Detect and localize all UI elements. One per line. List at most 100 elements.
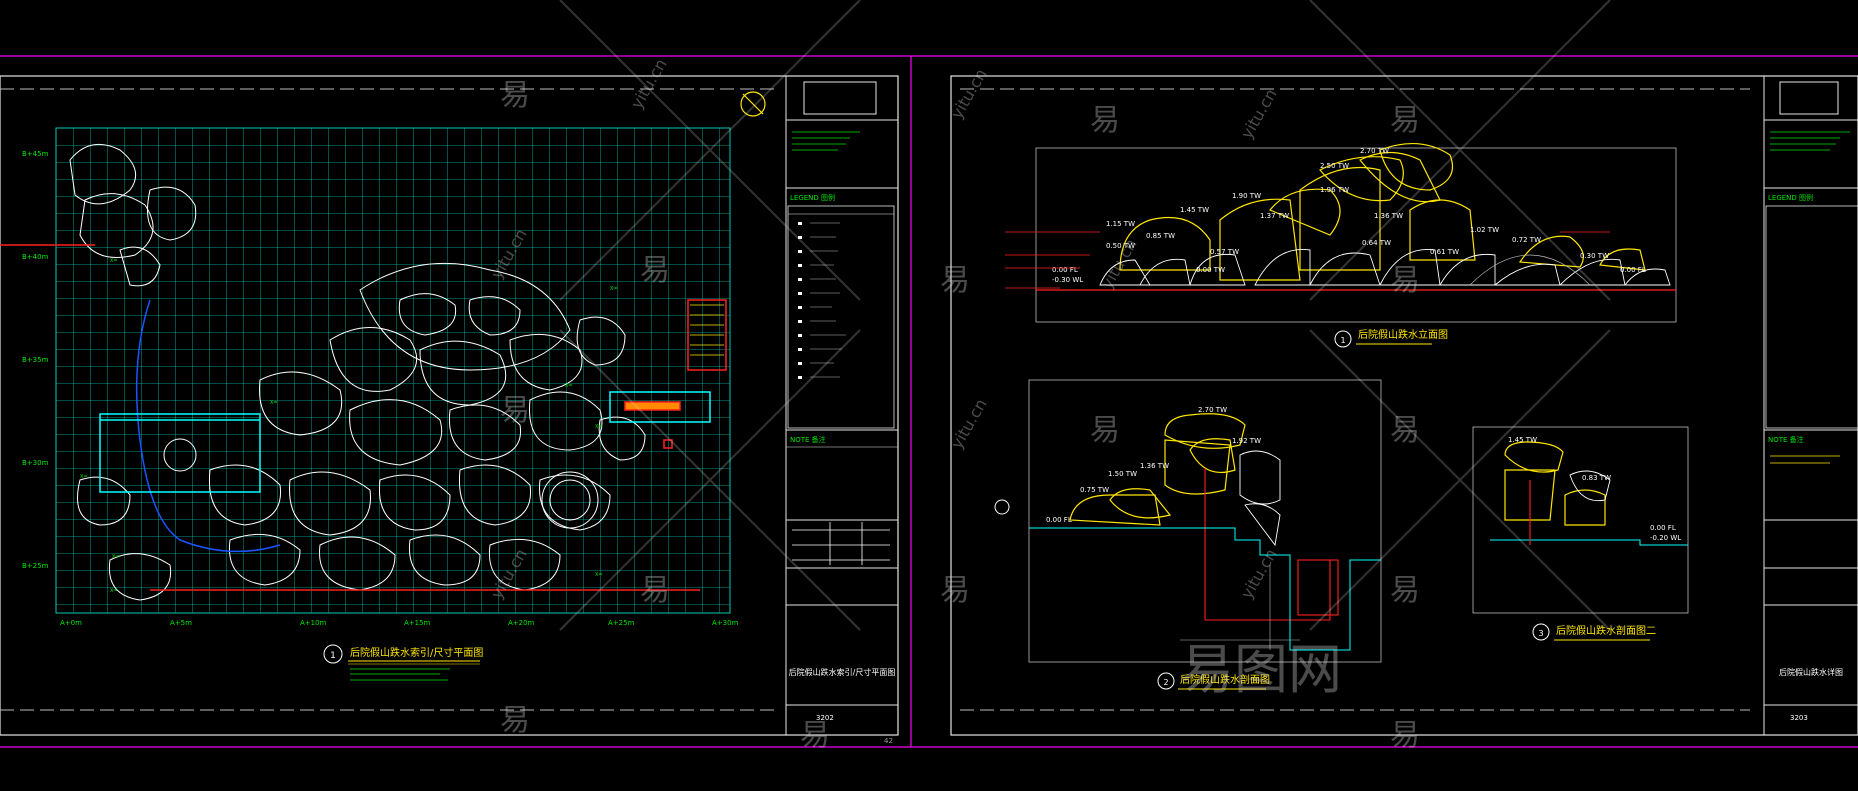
stair-treads (690, 304, 724, 356)
svg-text:2.70 TW: 2.70 TW (1360, 147, 1389, 155)
brand-watermark: 易图网 (1180, 638, 1342, 701)
svg-text:-0.20 WL: -0.20 WL (1650, 534, 1681, 542)
svg-text:B+45m: B+45m (22, 150, 49, 158)
svg-text:B+25m: B+25m (22, 562, 49, 570)
svg-text:1.45 TW: 1.45 TW (1508, 436, 1537, 444)
svg-text:1.45 TW: 1.45 TW (1180, 206, 1209, 214)
drawing-notes (350, 668, 450, 681)
drawing-title-1: 1 后院假山跌水索引/尺寸平面图 (323, 644, 483, 665)
north-arrow-icon (740, 91, 766, 117)
svg-text:B+35m: B+35m (22, 356, 49, 364)
svg-text:1: 1 (330, 651, 336, 661)
svg-text:3: 3 (1538, 629, 1543, 638)
svg-text:B+30m: B+30m (22, 459, 49, 467)
svg-text:易: 易 (1390, 718, 1420, 753)
svg-text:0.50 TW: 0.50 TW (1106, 242, 1135, 250)
grid-y-labels: B+45m B+40m B+35m B+30m B+25m (22, 150, 49, 570)
svg-text:易: 易 (800, 718, 830, 753)
svg-text:yitu.cn: yitu.cn (947, 65, 991, 122)
svg-text:X=: X= (595, 572, 603, 578)
svg-text:A+30m: A+30m (712, 619, 739, 627)
watermark-lines (559, 0, 1611, 631)
svg-text:0.83 TW: 0.83 TW (1582, 474, 1611, 482)
svg-text:1.02 TW: 1.02 TW (1470, 226, 1499, 234)
svg-text:X=: X= (610, 286, 618, 292)
svg-text:2.50 TW: 2.50 TW (1320, 162, 1349, 170)
svg-text:X=: X= (565, 383, 573, 389)
section-drawing-2: 2.70 TW 1.92 TW 1.50 TW 1.36 TW 0.75 TW … (994, 379, 1382, 690)
svg-text:X=: X= (270, 400, 278, 406)
grid-x-labels: A+0m A+5m A+10m A+15m A+20m A+25m A+30m (60, 619, 739, 627)
svg-text:yitu.cn: yitu.cn (947, 395, 991, 452)
svg-text:A+15m: A+15m (404, 619, 431, 627)
svg-text:0.00 FL: 0.00 FL (1620, 266, 1646, 274)
svg-text:1.15 TW: 1.15 TW (1106, 220, 1135, 228)
svg-text:1.92 TW: 1.92 TW (1232, 437, 1261, 445)
svg-text:X=: X= (112, 554, 120, 560)
svg-text:0.72 TW: 0.72 TW (1512, 236, 1541, 244)
pond-edge (135, 299, 281, 553)
section-drawing-3: 1.45 TW 0.83 TW 0.00 FL -0.20 WL 3 后院假山跌… (1472, 426, 1689, 641)
svg-text:1.36 TW: 1.36 TW (1374, 212, 1403, 220)
svg-text:3202: 3202 (816, 714, 834, 722)
svg-text:2.70 TW: 2.70 TW (1198, 406, 1227, 414)
svg-text:LEGEND 图例: LEGEND 图例 (790, 193, 835, 202)
svg-text:易: 易 (1390, 573, 1420, 608)
svg-text:1.36 TW: 1.36 TW (1140, 462, 1169, 470)
svg-text:yitu.cn: yitu.cn (1097, 235, 1141, 292)
svg-text:后院假山跌水剖面图: 后院假山跌水剖面图 (1180, 673, 1270, 686)
deck-outlines (99, 391, 711, 493)
svg-text:NOTE 备注: NOTE 备注 (790, 435, 826, 444)
svg-text:易: 易 (500, 78, 530, 113)
svg-text:易: 易 (500, 393, 530, 428)
svg-text:易: 易 (1390, 263, 1420, 298)
svg-text:后院假山跌水立面图: 后院假山跌水立面图 (1358, 328, 1448, 341)
svg-text:易: 易 (940, 573, 970, 608)
svg-text:0.00 FL: 0.00 FL (1046, 516, 1072, 524)
svg-text:0.64 TW: 0.64 TW (1362, 239, 1391, 247)
svg-text:1: 1 (1340, 336, 1345, 345)
svg-text:yitu.cn: yitu.cn (1237, 85, 1281, 142)
svg-text:易: 易 (1090, 103, 1120, 138)
rockery-plan (69, 143, 646, 601)
svg-text:后院假山跌水索引/尺寸平面图: 后院假山跌水索引/尺寸平面图 (350, 646, 483, 659)
svg-text:0.00 FL: 0.00 FL (1650, 524, 1676, 532)
svg-text:0.85 TW: 0.85 TW (1146, 232, 1175, 240)
svg-text:A+0m: A+0m (60, 619, 82, 627)
svg-text:后院假山跌水剖面图二: 后院假山跌水剖面图二 (1556, 624, 1656, 637)
svg-text:易: 易 (640, 253, 670, 288)
svg-text:LEGEND 图例: LEGEND 图例 (1768, 193, 1813, 202)
svg-text:X=: X= (595, 424, 603, 430)
title-block-right: LEGEND 图例 NOTE 备注 后院假山跌水详图 3203 (1763, 75, 1858, 736)
site-grid (55, 127, 731, 614)
svg-text:易: 易 (1390, 413, 1420, 448)
svg-text:0.75 TW: 0.75 TW (1080, 486, 1109, 494)
svg-text:易: 易 (500, 703, 530, 738)
svg-text:NOTE 备注: NOTE 备注 (1768, 435, 1804, 444)
watermark-text: 易 易 易 易 易 易 易 易 易 易 易 易 易 易 易 (500, 78, 1420, 753)
svg-text:1.50 TW: 1.50 TW (1108, 470, 1137, 478)
svg-text:易: 易 (640, 573, 670, 608)
right-sheet: 2.70 TW 2.50 TW 1.96 TW 1.90 TW 1.45 TW … (950, 75, 1858, 736)
svg-text:0.00 TW: 0.00 TW (1196, 266, 1225, 274)
title-block-left: LEGEND 图例 NOTE 备注 (785, 75, 899, 736)
svg-text:X=: X= (110, 258, 118, 264)
left-sheet: B+45m B+40m B+35m B+30m B+25m A+0m A+5m … (0, 75, 899, 745)
svg-text:3203: 3203 (1790, 714, 1808, 722)
svg-text:-0.30 WL: -0.30 WL (1052, 276, 1083, 284)
svg-text:yitu.cn: yitu.cn (1237, 545, 1281, 602)
svg-text:后院假山跌水索引/尺寸平面图: 后院假山跌水索引/尺寸平面图 (789, 667, 896, 677)
svg-text:A+5m: A+5m (170, 619, 192, 627)
svg-text:X=: X= (110, 588, 118, 594)
page-number: 42 (884, 737, 893, 745)
svg-text:2: 2 (1163, 678, 1168, 687)
svg-text:0.00 FL: 0.00 FL (1052, 266, 1078, 274)
svg-text:A+25m: A+25m (608, 619, 635, 627)
svg-text:0.61 TW: 0.61 TW (1430, 248, 1459, 256)
svg-text:1.90 TW: 1.90 TW (1232, 192, 1261, 200)
svg-text:易: 易 (940, 263, 970, 298)
svg-text:0.30 TW: 0.30 TW (1580, 252, 1609, 260)
sheet-borders (0, 55, 1858, 748)
svg-text:易: 易 (1090, 413, 1120, 448)
